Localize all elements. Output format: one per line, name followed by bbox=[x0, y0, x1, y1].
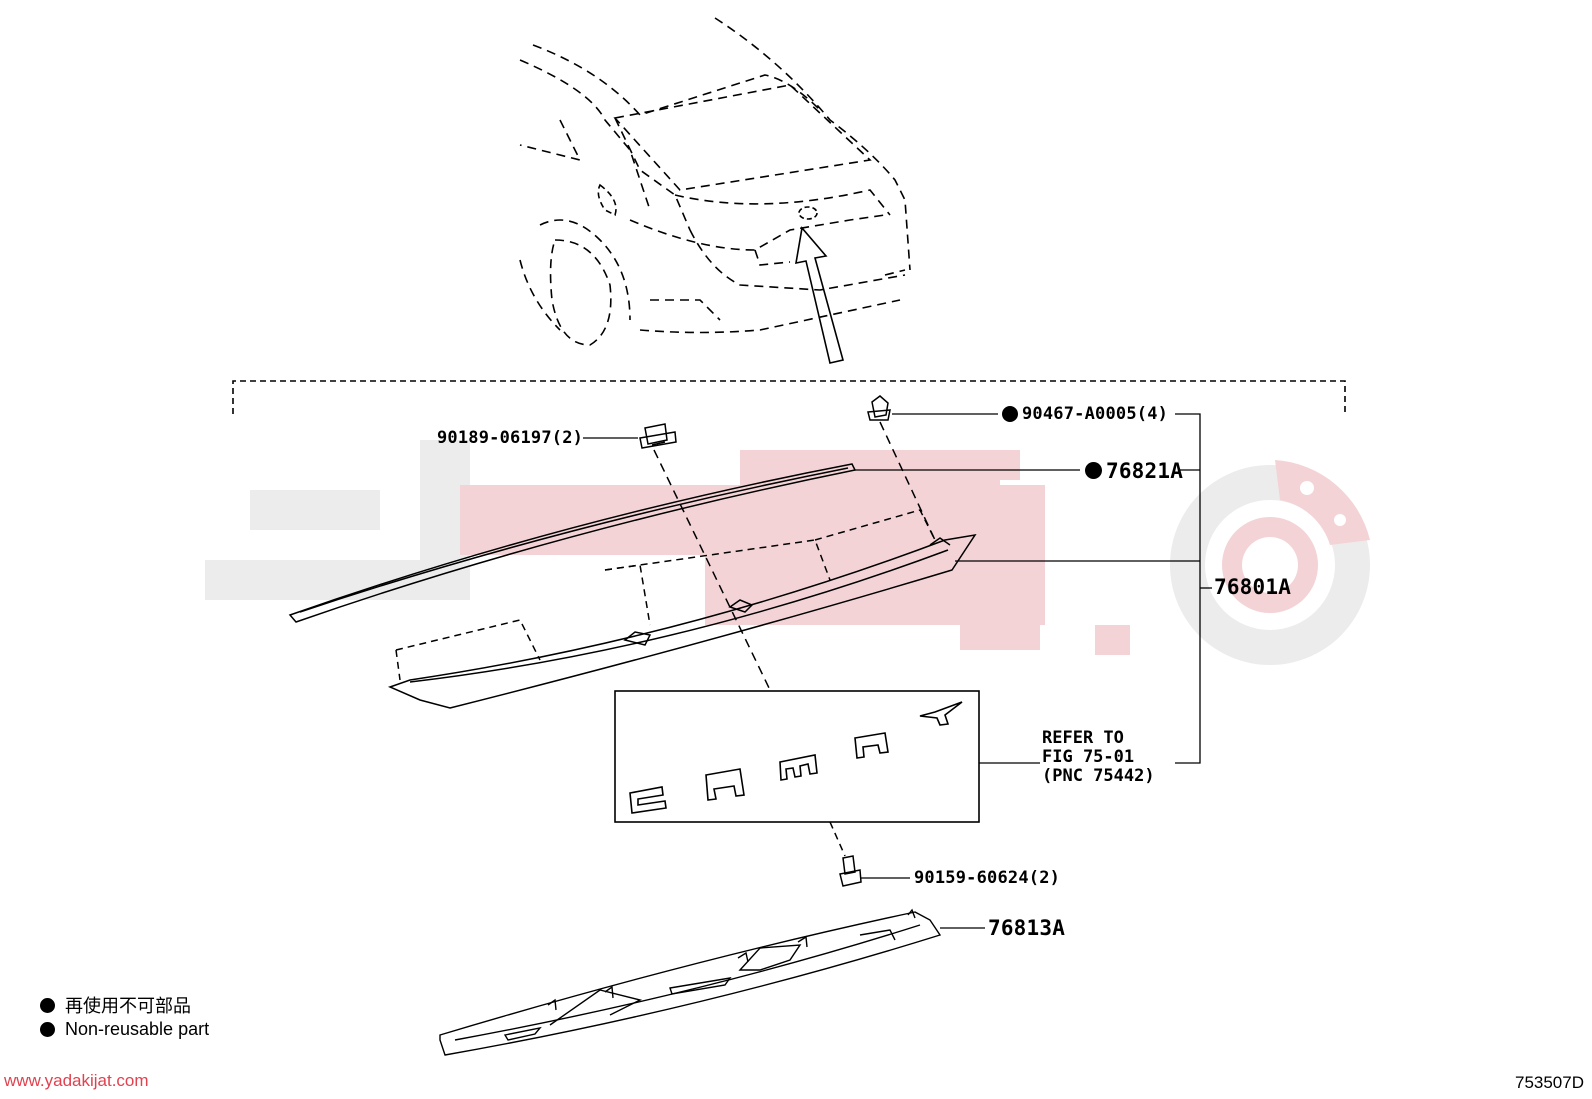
screw-90159 bbox=[829, 821, 862, 887]
refer-line-2: FIG 75-01 bbox=[1042, 747, 1135, 767]
part-label-76821a: 76821A bbox=[1106, 459, 1184, 483]
part-label-76801a: 76801A bbox=[1214, 575, 1292, 599]
legend-dot-icon bbox=[40, 1022, 55, 1037]
assembly-bracket bbox=[232, 380, 1346, 414]
garnish-76801a bbox=[387, 509, 977, 709]
watermark bbox=[205, 440, 1370, 665]
non-reusable-dot bbox=[1085, 462, 1102, 479]
clip-90189 bbox=[639, 423, 771, 691]
leader-lines bbox=[583, 413, 1212, 929]
brake-disc-icon bbox=[1170, 460, 1370, 665]
car-rear-illustration bbox=[519, 17, 911, 364]
emblem-box bbox=[614, 690, 980, 823]
legend-en-text: Non-reusable part bbox=[65, 1019, 210, 1039]
bracket-76813a bbox=[439, 908, 942, 1056]
part-label-90467: 90467-A0005(4) bbox=[1022, 404, 1169, 424]
legend-jp-text: 再使用不可部品 bbox=[65, 996, 191, 1016]
legend-dot-icon bbox=[40, 997, 55, 1013]
legend-jp: 再使用不可部品 bbox=[40, 992, 191, 1018]
refer-line-1: REFER TO bbox=[1042, 728, 1124, 748]
non-reusable-dot bbox=[1002, 406, 1018, 422]
part-label-90189: 90189-06197(2) bbox=[437, 428, 584, 448]
part-label-90159: 90159-60624(2) bbox=[914, 868, 1061, 888]
website-link[interactable]: www.yadakijat.com bbox=[4, 1071, 149, 1090]
legend-en: Non-reusable part bbox=[40, 1019, 209, 1040]
refer-note: REFER TO FIG 75-01 (PNC 75442) bbox=[1042, 729, 1155, 786]
part-label-76813a: 76813A bbox=[988, 916, 1066, 940]
refer-line-3: (PNC 75442) bbox=[1042, 766, 1155, 786]
illustration-code: 753507D bbox=[1514, 1073, 1584, 1092]
